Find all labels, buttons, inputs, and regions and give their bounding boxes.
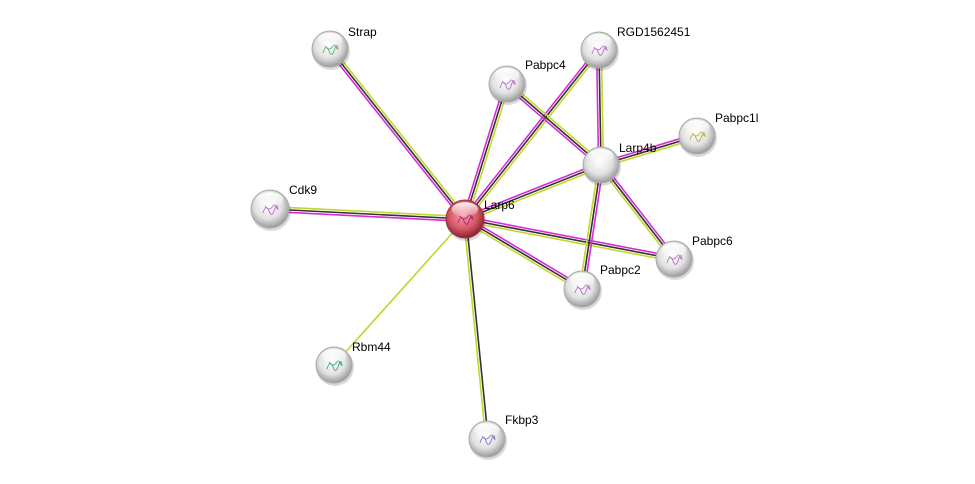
edge-coexpression-line [581,164,602,290]
edge-larp4b-pabpc2[interactable] [578,164,605,290]
edge-experiments-line [462,48,598,219]
edge-coexpression-line [506,83,602,166]
edge-experiments-line [461,83,506,219]
edge-experiments-line [602,163,677,259]
edge-textmining-line [465,166,603,222]
edge-larp4b-pabpc6[interactable] [598,163,677,261]
edge-experiments-line [463,162,601,218]
edge-textmining-line [600,49,605,165]
edge-larp6-rbm44[interactable] [333,218,466,366]
edge-textmining-line [466,50,602,221]
edge-larp6-pabpc2[interactable] [463,216,584,292]
node-label: Cdk9 [289,183,317,197]
node-pabpc4[interactable]: Pabpc4 [488,58,566,105]
edge-experiments-line [269,210,465,223]
node-strap[interactable]: Strap [311,25,377,70]
edge-experiments-line [583,165,605,290]
edge-larp6-rgd1562451[interactable] [462,48,602,221]
edge-textmining-line [598,165,673,261]
edge-textmining-line [466,84,511,220]
edge-experiments-line [327,49,464,221]
edge-layer [269,47,698,440]
edge-larp6-cdk9[interactable] [269,205,466,223]
node-cdk9[interactable]: Cdk9 [250,183,317,231]
node-label: Pabpc2 [600,263,641,277]
node-label: Rbm44 [352,340,391,354]
edge-larp4b-pabpc4[interactable] [504,81,604,168]
node-label: RGD1562451 [617,25,691,39]
edge-textmining-line [331,47,468,219]
node-label: Pabpc6 [692,234,733,248]
edge-textmining-line [463,220,582,292]
node-pabpc1l[interactable]: Pabpc1l [678,111,758,157]
node-rgd1562451[interactable]: RGD1562451 [580,25,691,71]
node-larp6[interactable]: Larp6 [445,198,515,241]
edge-coexpression-line [598,49,602,166]
edge-experiments-line [465,215,675,258]
edge-coexpression-line [600,164,675,260]
edge-larp6-larp4b[interactable] [463,162,603,222]
edge-coexpression-line [269,208,466,220]
edge-coexpression-line [465,218,489,439]
edge-textmining-line [464,220,674,263]
edge-coexpression-line [464,218,675,260]
edge-textmining-line [508,81,604,164]
edge-experiments-line [595,50,600,166]
edge-experiments-line [504,85,600,168]
node-label: Pabpc1l [715,111,758,125]
edge-larp6-pabpc6[interactable] [464,215,675,263]
edge-coexpression-line [464,164,602,220]
edge-larp4b-rgd1562451[interactable] [595,49,605,166]
node-pabpc6[interactable]: Pabpc6 [655,234,733,280]
edge-experiments-line [465,216,584,288]
node-label: Larp6 [484,198,515,212]
node-label: Fkbp3 [505,413,539,427]
edge-coexpression-line [464,83,508,220]
node-rbm44[interactable]: Rbm44 [315,340,391,386]
edge-textmining-line [463,219,487,440]
node-pabpc2[interactable]: Pabpc2 [563,263,641,310]
edge-textmining-line [333,218,466,366]
node-label: Pabpc4 [525,58,566,72]
edge-coexpression-line [464,218,583,290]
node-label: Larp4b [619,141,657,155]
node-fkbp3[interactable]: Fkbp3 [468,413,539,460]
edge-textmining-line [578,164,600,289]
edge-larp6-strap[interactable] [327,47,468,221]
node-label: Strap [348,25,377,39]
node-layer: Larp6 Strap RGD1562451Pabpc4Pabpc1lLarp4bC… [250,25,758,460]
edge-coexpression-line [464,49,600,220]
edge-larp6-fkbp3[interactable] [463,218,489,440]
edge-textmining-line [270,205,466,218]
node-larp4b[interactable]: Larp4b [582,141,657,186]
edge-coexpression-line [329,48,466,220]
edge-larp6-pabpc4[interactable] [461,83,511,220]
